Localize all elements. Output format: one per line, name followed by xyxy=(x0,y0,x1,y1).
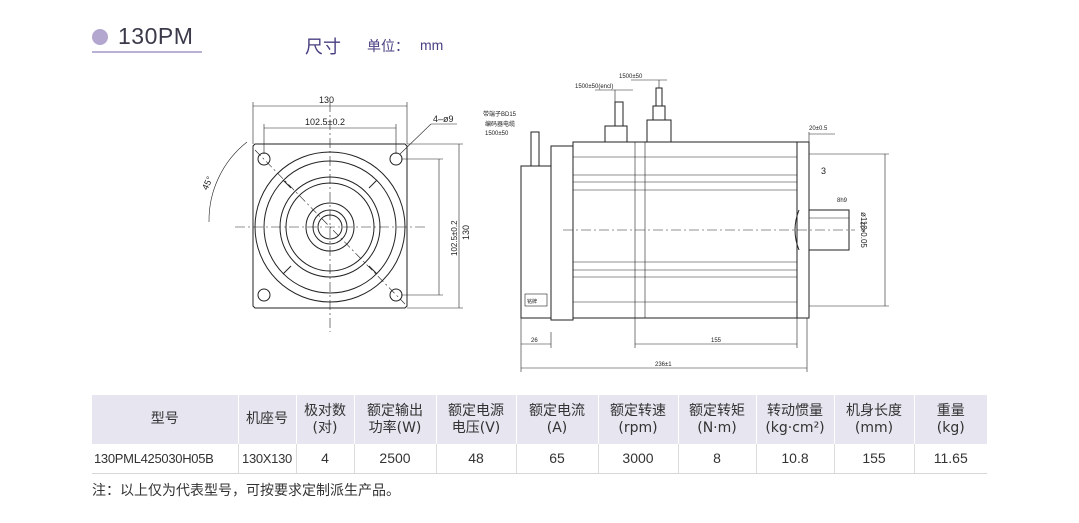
table-cell: 8 xyxy=(678,444,757,474)
unit-label: 单位： xyxy=(367,39,409,55)
table-cell: 130X130 xyxy=(238,444,297,474)
dim-angle: 45° xyxy=(200,175,215,192)
dim-bolt-spacing: 102.5±0.2 xyxy=(305,117,345,127)
side-view-labels: 1500±50(encl) 1500±50 带端子BD15 编码器电缆 1500… xyxy=(483,74,868,368)
front-view xyxy=(208,102,463,332)
table-cell: 11.65 xyxy=(914,444,987,474)
section-header: 130PM xyxy=(92,22,412,58)
label-lead-note-1: 1500±50 xyxy=(619,74,643,80)
dim-body-len: 155 xyxy=(711,338,722,344)
dimension-drawing: 130 102.5±0.2 4–ø9 45° 130 102.5±0.2 xyxy=(200,74,889,372)
label-connector-2: 编码器电缆 xyxy=(485,120,515,128)
table-cell: 3000 xyxy=(598,444,679,474)
column-header-line: (N·m) xyxy=(697,419,737,436)
model-title: 130PM xyxy=(118,23,194,49)
label-connector-3: 1500±50 xyxy=(485,131,509,137)
table-cell: 4 xyxy=(296,444,355,474)
column-header: 额定转速(rpm) xyxy=(598,395,679,444)
column-header-line: 额定电流 xyxy=(529,402,585,419)
unit-value: mm xyxy=(420,37,444,53)
spec-table: 型号机座号极对数(对)额定输出功率(W)额定电源电压(V)额定电流(A)额定转速… xyxy=(92,395,987,474)
column-header: 机座号 xyxy=(238,395,297,444)
column-header-line: (对) xyxy=(312,419,338,436)
column-header-line: 额定输出 xyxy=(367,402,423,419)
label-nameplate: 铭牌 xyxy=(527,298,537,305)
dim-shaft-key: 8h9 xyxy=(837,198,848,204)
table-cell: 130PML425030H05B xyxy=(92,444,239,474)
column-header-line: (kg) xyxy=(936,419,965,436)
label-lead-note-2: 1500±50(encl) xyxy=(575,84,613,90)
column-header: 型号 xyxy=(92,395,239,444)
column-header-line: (A) xyxy=(546,419,568,436)
dimension-title: 尺寸 xyxy=(305,37,341,58)
front-view-labels: 130 102.5±0.2 4–ø9 45° 130 102.5±0.2 xyxy=(200,95,471,256)
column-header-line: 额定转矩 xyxy=(689,402,745,419)
title-underline xyxy=(92,51,202,53)
dim-front-width: 130 xyxy=(319,95,334,105)
table-cell: 2500 xyxy=(354,444,437,474)
column-header: 额定转矩(N·m) xyxy=(678,395,757,444)
bullet-dot-icon xyxy=(92,29,108,45)
column-header-line: 型号 xyxy=(150,411,179,427)
column-header-line: 额定转速 xyxy=(610,402,666,419)
label-connector-1: 带端子BD15 xyxy=(483,110,517,118)
column-header: 转动惯量(kg·cm²) xyxy=(756,395,835,444)
column-header-line: 极对数 xyxy=(304,402,346,419)
table-header-row: 型号机座号极对数(对)额定输出功率(W)额定电源电压(V)额定电流(A)额定转速… xyxy=(92,395,987,444)
dim-front-height: 130 xyxy=(461,225,471,240)
table-cell: 10.8 xyxy=(756,444,835,474)
column-header-line: (mm) xyxy=(854,419,894,436)
column-header-line: 机座号 xyxy=(246,411,288,427)
column-header: 极对数(对) xyxy=(296,395,355,444)
column-header: 额定输出功率(W) xyxy=(354,395,437,444)
dim-flange-thickness: 20±0.5 xyxy=(809,126,828,132)
dim-total-len: 236±1 xyxy=(655,362,672,368)
column-header-line: 重量 xyxy=(936,402,965,419)
column-header-line: 机身长度 xyxy=(846,402,902,419)
column-header: 重量(kg) xyxy=(914,395,987,444)
column-header-line: 功率(W) xyxy=(368,419,422,436)
side-view xyxy=(520,79,889,372)
column-header-line: (kg·cm²) xyxy=(765,419,825,436)
column-header-line: 电压(V) xyxy=(451,419,501,436)
dim-key-depth: 3 xyxy=(821,166,826,176)
column-header: 额定电流(A) xyxy=(516,395,599,444)
column-header: 额定电源电压(V) xyxy=(436,395,517,444)
column-header: 机身长度(mm) xyxy=(834,395,915,444)
table-cell: 65 xyxy=(516,444,599,474)
footnote: 注：以上仅为代表型号，可按要求定制派生产品。 xyxy=(92,483,400,499)
table-cell: 155 xyxy=(834,444,915,474)
column-header-line: 转动惯量 xyxy=(767,402,823,419)
dim-hole-spec: 4–ø9 xyxy=(433,114,454,124)
dim-pilot-dia: ø110-0.05 xyxy=(859,212,868,248)
table-cell: 48 xyxy=(436,444,517,474)
dim-shaft-dia: ø22 xyxy=(861,221,867,232)
dim-bolt-spacing-v: 102.5±0.2 xyxy=(450,220,459,256)
dim-rear-len: 26 xyxy=(531,338,538,344)
column-header-line: (rpm) xyxy=(618,419,658,436)
column-header-line: 额定电源 xyxy=(448,402,504,419)
